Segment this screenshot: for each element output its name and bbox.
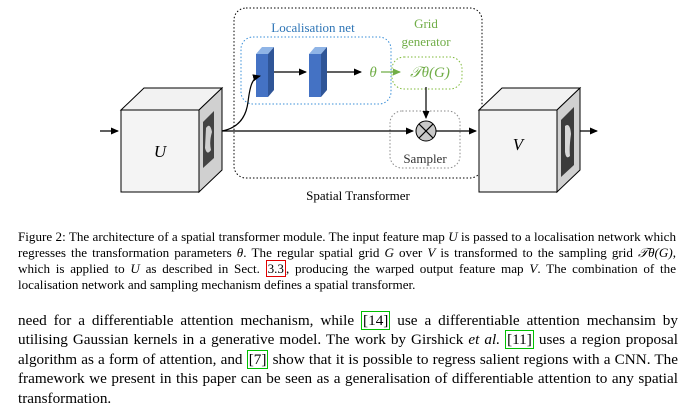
output-feature-map-v: [477, 86, 582, 194]
input-feature-map-u: [119, 86, 224, 194]
caption-text: , producing the warped output feature ma…: [285, 261, 530, 276]
body-text: show that it is possible to regress sali…: [18, 350, 679, 407]
sampler-label: Sampler: [403, 151, 447, 166]
caption-text: . The combination of the localisation ne…: [18, 261, 677, 292]
transform-label: 𝒯θ(G): [410, 65, 450, 81]
input-label-u: U: [154, 142, 168, 161]
sampler-icon: [415, 120, 437, 142]
caption-text: Figure 2: The architecture of a spatial …: [18, 229, 449, 244]
caption-text: is passed to a localisation network whic…: [18, 229, 676, 260]
theta-label: θ: [369, 65, 377, 81]
caption-text: , which is applied to: [18, 245, 676, 276]
caption-text: . The regular spatial grid: [243, 245, 385, 260]
sampler-boundary: [389, 110, 461, 169]
u-to-loc-net-arrow: [221, 74, 261, 132]
figure-caption: Figure 2: The architecture of a spatial …: [18, 229, 676, 293]
citation-link[interactable]: [7]: [246, 349, 269, 369]
localisation-net-label: Localisation net: [271, 20, 355, 35]
caption-math-v: V: [427, 245, 436, 260]
body-paragraph: need for a differentiable attention mech…: [18, 311, 678, 408]
generator-label: generator: [401, 34, 451, 49]
output-label-v: V: [513, 135, 526, 154]
citation-link[interactable]: [11]: [505, 330, 534, 350]
section-ref-link[interactable]: 3.3: [265, 260, 286, 277]
caption-text: is transformed to the sampling grid: [435, 245, 639, 260]
caption-math-u: U: [448, 229, 458, 244]
body-text: need for a differentiable attention mech…: [18, 312, 362, 329]
localisation-net-boundary: [240, 36, 392, 105]
loc-net-layer-1: [256, 47, 274, 97]
spatial-transformer-diagram: Localisation net Grid generator Sampler …: [100, 7, 598, 203]
body-text: uses a region proposal algorithm as a fo…: [18, 331, 679, 368]
spatial-transformer-label: Spatial Transformer: [306, 188, 410, 203]
caption-math-transform: 𝒯θ(G): [638, 245, 673, 260]
body-text-etal: et al.: [468, 331, 501, 349]
grid-label: Grid: [414, 16, 438, 31]
body-text: use a differentiable attention mechansim…: [18, 312, 678, 349]
loc-net-layer-2: [309, 47, 327, 97]
caption-math-v: V: [529, 261, 538, 276]
caption-math-theta: θ: [236, 245, 244, 260]
caption-text: over: [393, 245, 428, 260]
figure-2: Localisation net Grid generator Sampler …: [100, 7, 598, 203]
caption-math-u: U: [130, 261, 140, 276]
caption-text: as described in Sect.: [139, 261, 266, 276]
citation-link[interactable]: [14]: [361, 311, 391, 330]
caption-math-g: G: [384, 245, 394, 260]
spatial-transformer-boundary: [233, 7, 483, 179]
